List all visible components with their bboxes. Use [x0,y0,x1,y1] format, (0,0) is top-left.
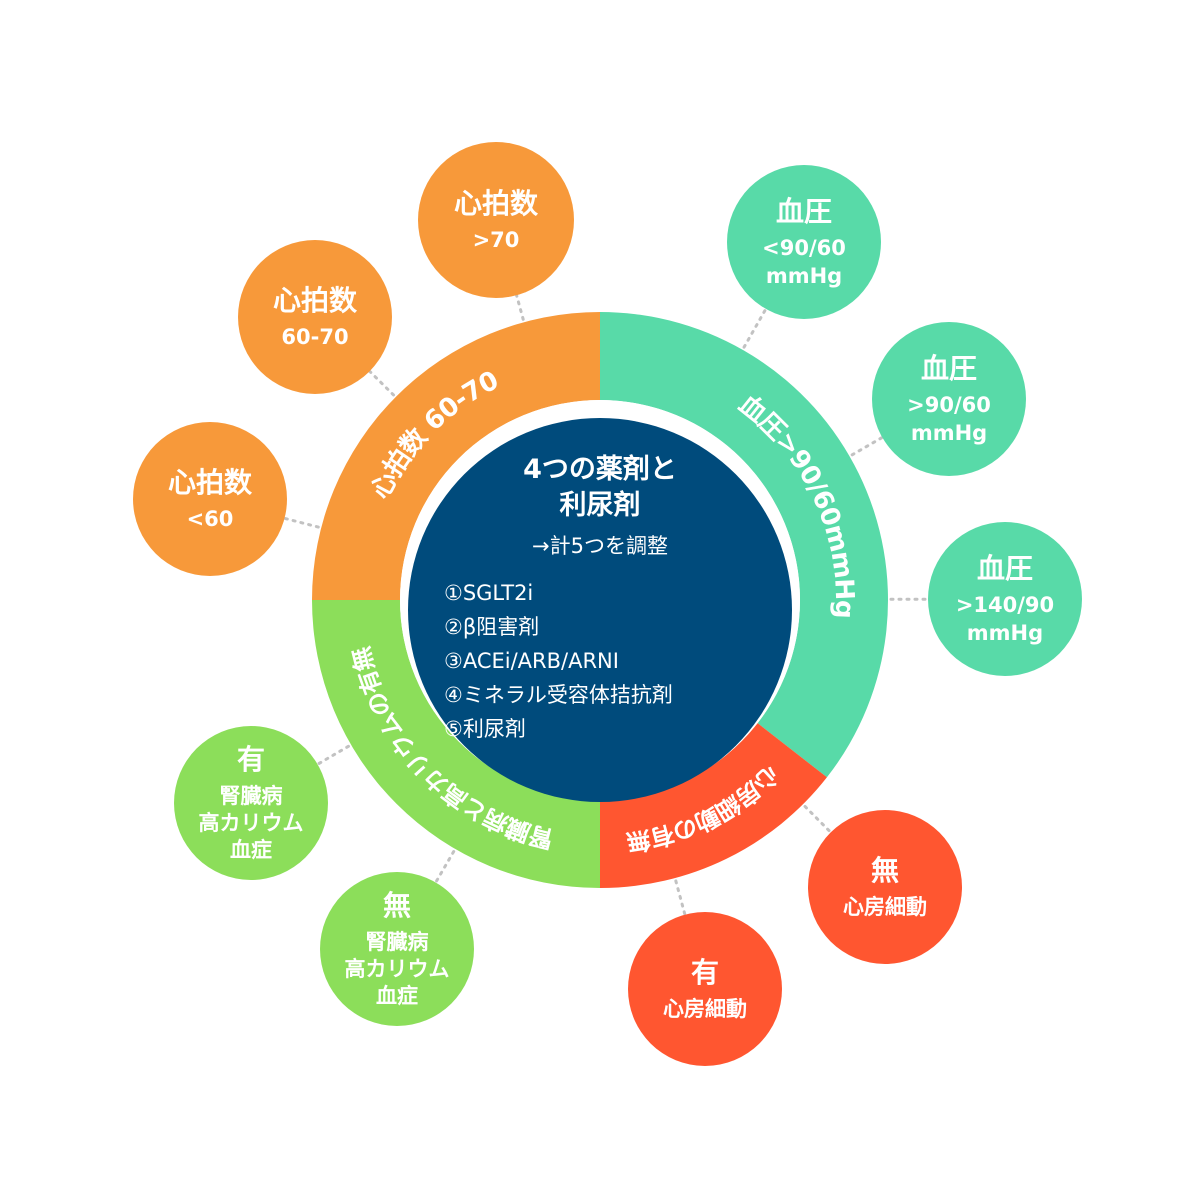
drug-item: ⑤利尿剤 [444,716,526,741]
bubble-subtitle: >90/60 mmHg [907,393,991,445]
ring-segment-afib [600,723,827,888]
bubble-subtitle: >140/90 mmHg [955,593,1055,645]
ring-segment-heart-rate [312,312,600,600]
drug-list: ①SGLT2i ②β阻害剤 ③ACEi/ARB/ARNI ④ミネラル受容体拮抗剤… [408,576,792,746]
bubble-subtitle: 60-70 [281,324,349,349]
ring-segment-blood-pressure [600,312,889,778]
drug-item: ③ACEi/ARB/ARNI [444,648,619,673]
bubble-title: 心拍数 [167,465,252,499]
bubble-heart-rate-under-60: 心拍数 <60 [133,422,287,576]
bubble-blood-pressure-over-140-90: 血圧 >140/90 mmHg [928,522,1082,676]
bubble-subtitle: 腎臓病 高カリウム 血症 [344,929,450,1009]
bubble-title: 有 [690,955,719,989]
bubble-heart-rate-over-70: 心拍数 >70 [418,142,574,298]
drug-item: ④ミネラル受容体拮抗剤 [444,682,673,707]
bubble-blood-pressure-under-90-60: 血圧 <90/60 mmHg [727,165,881,319]
bubble-title: 無 [382,888,411,922]
bubble-subtitle: 心房細動 [843,894,927,919]
bubble-blood-pressure-over-90-60: 血圧 >90/60 mmHg [872,322,1026,476]
bubble-title: 心拍数 [272,283,357,317]
ring-segment-kidney [312,600,600,888]
bubble-title: 血圧 [976,552,1033,586]
bubble-afib-no: 無 心房細動 [808,810,962,964]
bubble-subtitle: 心房細動 [663,996,747,1021]
bubble-title: 血圧 [920,352,977,386]
bubble-afib-yes: 有 心房細動 [628,912,782,1066]
drug-item: ①SGLT2i [444,580,534,605]
bubble-subtitle: <90/60 mmHg [762,236,846,288]
center-circle: 4つの薬剤と 利尿剤 →計5つを調整 ①SGLT2i ②β阻害剤 ③ACEi/A… [408,418,792,802]
bubble-kidney-no: 無 腎臓病 高カリウム 血症 [320,872,474,1026]
drug-item: ②β阻害剤 [444,614,540,639]
bubble-subtitle: <60 [186,506,234,531]
bubble-subtitle: 腎臓病 高カリウム 血症 [198,783,304,863]
bubble-title: 無 [870,853,899,887]
bubble-title: 血圧 [775,195,832,229]
bubble-subtitle: >70 [472,227,520,252]
center-note: →計5つを調整 [532,533,668,558]
center-title: 4つの薬剤と 利尿剤 [523,454,677,521]
bubble-heart-rate-60-70: 心拍数 60-70 [238,240,392,394]
bubble-title: 有 [236,742,265,776]
bubble-title: 心拍数 [453,186,538,220]
bubble-kidney-yes: 有 腎臓病 高カリウム 血症 [174,726,328,880]
